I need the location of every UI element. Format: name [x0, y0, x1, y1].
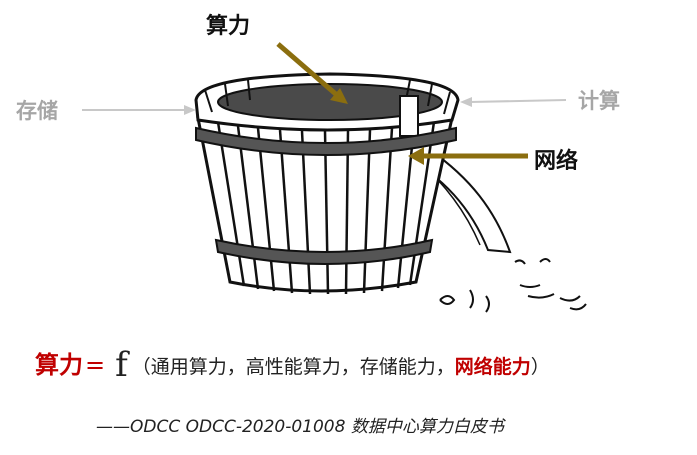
formula-lhs: 算力 — [35, 351, 83, 379]
formula-args-prefix: （通用算力，高性能算力，存储能力， — [131, 356, 455, 378]
formula-equals: = — [85, 351, 106, 379]
bucket-diagram — [82, 42, 587, 313]
label-storage: 存储 — [16, 99, 58, 123]
formula-args-highlight: 网络能力 — [454, 356, 531, 378]
formula-func: f — [115, 345, 128, 385]
label-compute-right: 计算 — [578, 89, 620, 113]
arrow-network — [408, 147, 528, 165]
source-citation: ——ODCC ODCC-2020-01008 数据中心算力白皮书 — [96, 417, 504, 437]
compute-formula: 算力= f（通用算力，高性能算力，存储能力，网络能力） — [35, 345, 550, 385]
arrow-compute-top — [276, 42, 348, 104]
arrow-storage — [82, 105, 196, 115]
arrow-compute-right — [460, 97, 567, 107]
formula-args-suffix: ） — [530, 356, 550, 378]
wooden-bucket — [194, 72, 460, 295]
label-compute-top: 算力 — [206, 14, 251, 39]
label-network: 网络 — [534, 149, 579, 174]
